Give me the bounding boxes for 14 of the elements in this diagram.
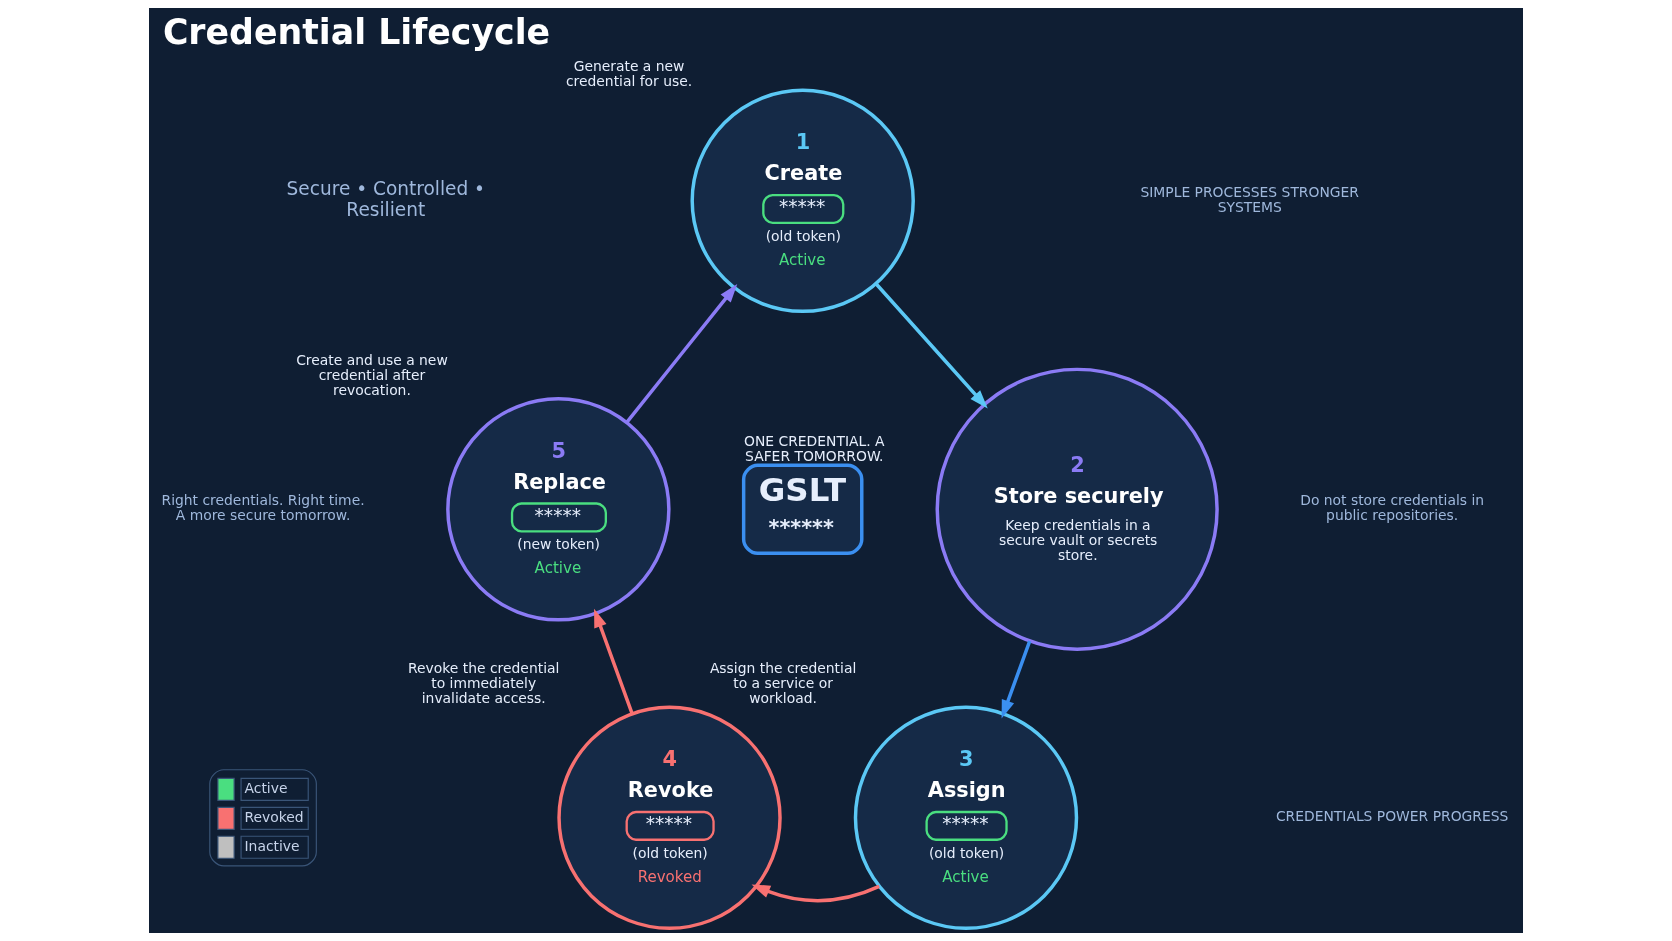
label: SIMPLE PROCESSES STRONGER SYSTEMS xyxy=(1140,183,1359,215)
legend-label: Revoked xyxy=(244,808,304,825)
node-label: ONE CREDENTIAL. A SAFER TOMORROW. xyxy=(744,433,885,465)
label: Secure • Controlled • Resilient xyxy=(286,177,485,220)
node-label: Revoke the credential to immediately invalidate access. xyxy=(408,660,560,707)
label: Right credentials. Right time. A more secure tomorrow. xyxy=(161,492,365,524)
node-label: Create and use a new credential after revocation. xyxy=(296,351,448,398)
node-label: Assign the credential to a service or workload. xyxy=(709,660,857,707)
label: CREDENTIALS POWER PROGRESS xyxy=(1275,808,1509,825)
legend-label: Inactive xyxy=(244,837,300,854)
label: Do not store credentials in public repositories. xyxy=(1300,492,1485,524)
legend-label: Active xyxy=(244,779,288,796)
diagram-title: Credential Lifecycle xyxy=(162,11,551,52)
node-label: Generate a new credential for use. xyxy=(565,58,693,90)
